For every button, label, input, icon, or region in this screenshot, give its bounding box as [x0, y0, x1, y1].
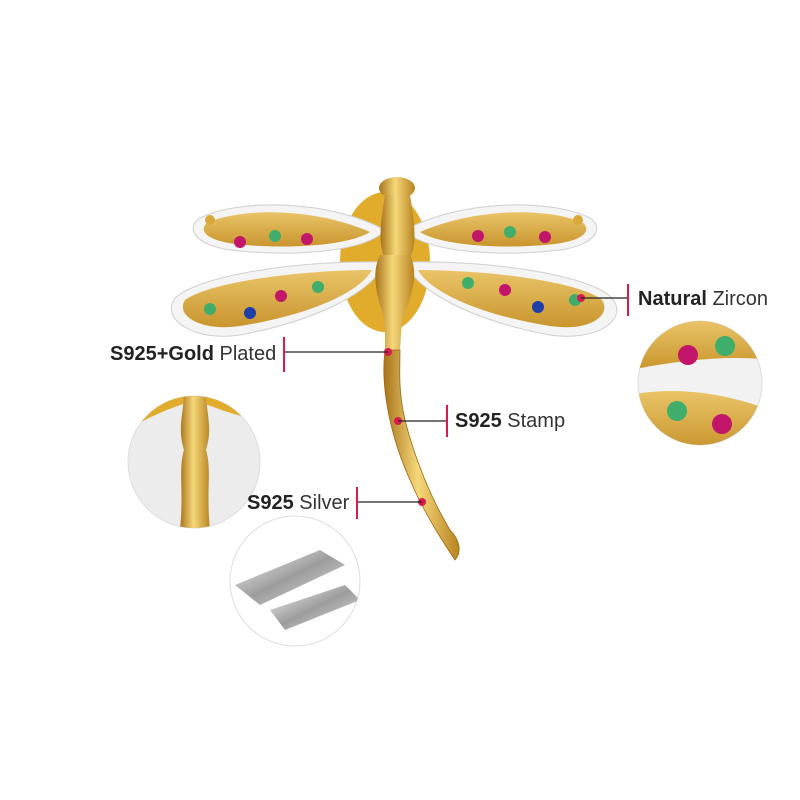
callout-bold: S925+Gold	[110, 343, 214, 365]
callout-bold: S925	[455, 410, 502, 432]
callout-gold-plated: S925+Gold Plated	[110, 342, 276, 366]
callout-light: Zircon	[712, 288, 769, 310]
callout-stamp-line	[394, 405, 448, 437]
zoom-circle-body	[127, 395, 261, 529]
callout-gold-plated-line	[283, 337, 392, 372]
callout-light: Plated	[219, 343, 277, 365]
callout-natural-zircon-line	[577, 284, 629, 316]
callout-light: Stamp	[507, 410, 566, 432]
zircon-gems	[204, 215, 583, 319]
callout-silver-line	[356, 487, 426, 519]
zoom-circle-silver-bars	[229, 515, 361, 647]
lower-right-wing	[404, 261, 618, 337]
callout-light: Silver	[299, 492, 350, 514]
callout-bold: S925	[247, 492, 294, 514]
dragonfly-body	[375, 177, 460, 561]
callout-stamp: S925 Stamp	[455, 409, 565, 433]
upper-right-wing	[404, 204, 598, 254]
callout-natural-zircon: Natural Zircon	[638, 287, 768, 311]
upper-left-wing	[192, 204, 386, 254]
callout-bold: Natural	[638, 288, 707, 310]
zoom-circle-gems	[637, 320, 763, 446]
callout-silver: S925 Silver	[247, 491, 349, 515]
